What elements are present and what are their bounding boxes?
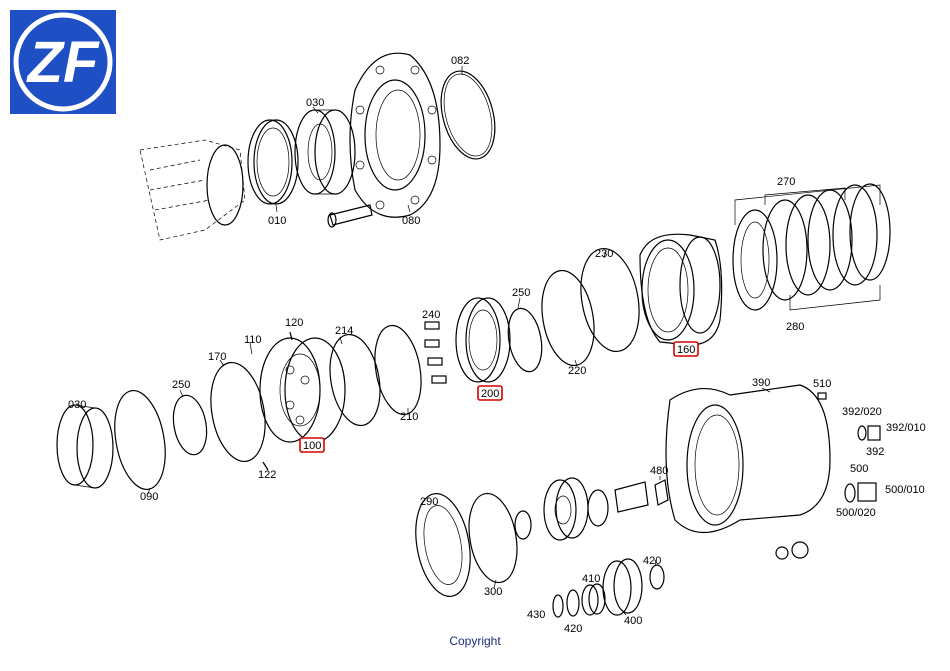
part-122-pin bbox=[262, 461, 269, 471]
label-500: 500 bbox=[850, 463, 868, 475]
part-290-ring bbox=[415, 492, 471, 598]
part-160-ring-gear bbox=[639, 233, 723, 346]
part-170-snap-ring bbox=[210, 361, 266, 463]
logo-text: ZF bbox=[26, 30, 100, 95]
label-030-top: 030 bbox=[306, 97, 324, 109]
highlight-200[interactable]: 200 bbox=[477, 385, 503, 401]
part-090-o-ring bbox=[114, 389, 166, 491]
label-392-010: 392/010 bbox=[886, 422, 926, 434]
part-labels: 082 030 010 080 270 280 230 220 250 240 … bbox=[68, 55, 926, 635]
highlight-100[interactable]: 100 bbox=[299, 437, 325, 453]
part-080-hub-flange bbox=[349, 52, 441, 218]
label-214: 214 bbox=[335, 325, 353, 337]
copyright-text: Copyright bbox=[449, 634, 501, 648]
label-250-lower: 250 bbox=[172, 379, 190, 391]
part-082-o-ring bbox=[440, 70, 496, 160]
part-500-plug bbox=[844, 482, 877, 503]
label-120: 120 bbox=[285, 317, 303, 329]
label-500-020: 500/020 bbox=[836, 507, 876, 519]
highlight-160[interactable]: 160 bbox=[673, 341, 699, 357]
part-030-tapered-bearing-top bbox=[294, 109, 356, 195]
label-430: 430 bbox=[527, 609, 545, 621]
part-430-washer bbox=[552, 594, 564, 618]
part-480-washer bbox=[654, 479, 669, 506]
label-300: 300 bbox=[484, 586, 502, 598]
housing-nuts bbox=[775, 541, 809, 560]
label-100: 100 bbox=[303, 440, 321, 452]
part-230-ring bbox=[580, 247, 640, 353]
label-250-upper: 250 bbox=[512, 287, 530, 299]
part-420-washer-right bbox=[649, 564, 665, 590]
part-250-snap-ring-lower bbox=[172, 394, 208, 456]
label-220: 220 bbox=[568, 365, 586, 377]
part-030-tapered-bearing-lower bbox=[56, 404, 114, 489]
label-200: 200 bbox=[481, 388, 499, 400]
label-210: 210 bbox=[400, 411, 418, 423]
part-510-plug bbox=[817, 392, 827, 400]
label-392: 392 bbox=[866, 446, 884, 458]
part-120-pin bbox=[289, 331, 293, 341]
part-392-plug bbox=[857, 425, 881, 441]
label-122: 122 bbox=[258, 469, 276, 481]
label-240: 240 bbox=[422, 309, 440, 321]
label-090: 090 bbox=[140, 491, 158, 503]
label-392-020: 392/020 bbox=[842, 406, 882, 418]
label-510: 510 bbox=[813, 378, 831, 390]
label-400: 400 bbox=[624, 615, 642, 627]
small-ring-b bbox=[514, 510, 532, 540]
part-010-bearing-cup bbox=[247, 119, 299, 205]
part-214-ring bbox=[329, 333, 381, 427]
label-010: 010 bbox=[268, 215, 286, 227]
part-400-planet-gear bbox=[602, 558, 643, 616]
part-220-ring bbox=[541, 269, 595, 367]
label-080: 080 bbox=[402, 215, 420, 227]
label-420-left: 420 bbox=[564, 623, 582, 635]
sun-gear bbox=[543, 477, 589, 541]
label-480: 480 bbox=[650, 465, 668, 477]
label-110: 110 bbox=[244, 334, 262, 346]
part-300-snap-ring bbox=[468, 492, 518, 584]
part-270-280-disc-pack bbox=[732, 183, 891, 311]
part-210-ring bbox=[374, 324, 422, 416]
hub-shaft bbox=[139, 139, 246, 241]
spline-shaft bbox=[614, 481, 649, 513]
label-500-010: 500/010 bbox=[885, 484, 925, 496]
part-250-snap-ring-upper bbox=[507, 307, 543, 373]
label-170: 170 bbox=[208, 351, 226, 363]
label-030-lower: 030 bbox=[68, 399, 86, 411]
label-280: 280 bbox=[786, 321, 804, 333]
label-410: 410 bbox=[582, 573, 600, 585]
leader-lines bbox=[147, 66, 771, 616]
label-290: 290 bbox=[420, 496, 438, 508]
label-390: 390 bbox=[752, 377, 770, 389]
label-230: 230 bbox=[595, 248, 613, 260]
stud-bolt bbox=[327, 204, 373, 228]
part-390-housing bbox=[665, 384, 831, 533]
zf-logo: ZF bbox=[10, 10, 116, 114]
part-200-piston bbox=[455, 297, 511, 383]
part-410-bearing bbox=[581, 583, 606, 616]
label-082: 082 bbox=[451, 55, 469, 67]
label-270: 270 bbox=[777, 176, 795, 188]
label-160: 160 bbox=[677, 344, 695, 356]
small-ring-a bbox=[587, 489, 609, 527]
part-420-washer-left bbox=[566, 589, 580, 617]
label-420-right: 420 bbox=[643, 555, 661, 567]
part-240-springs bbox=[424, 321, 447, 384]
